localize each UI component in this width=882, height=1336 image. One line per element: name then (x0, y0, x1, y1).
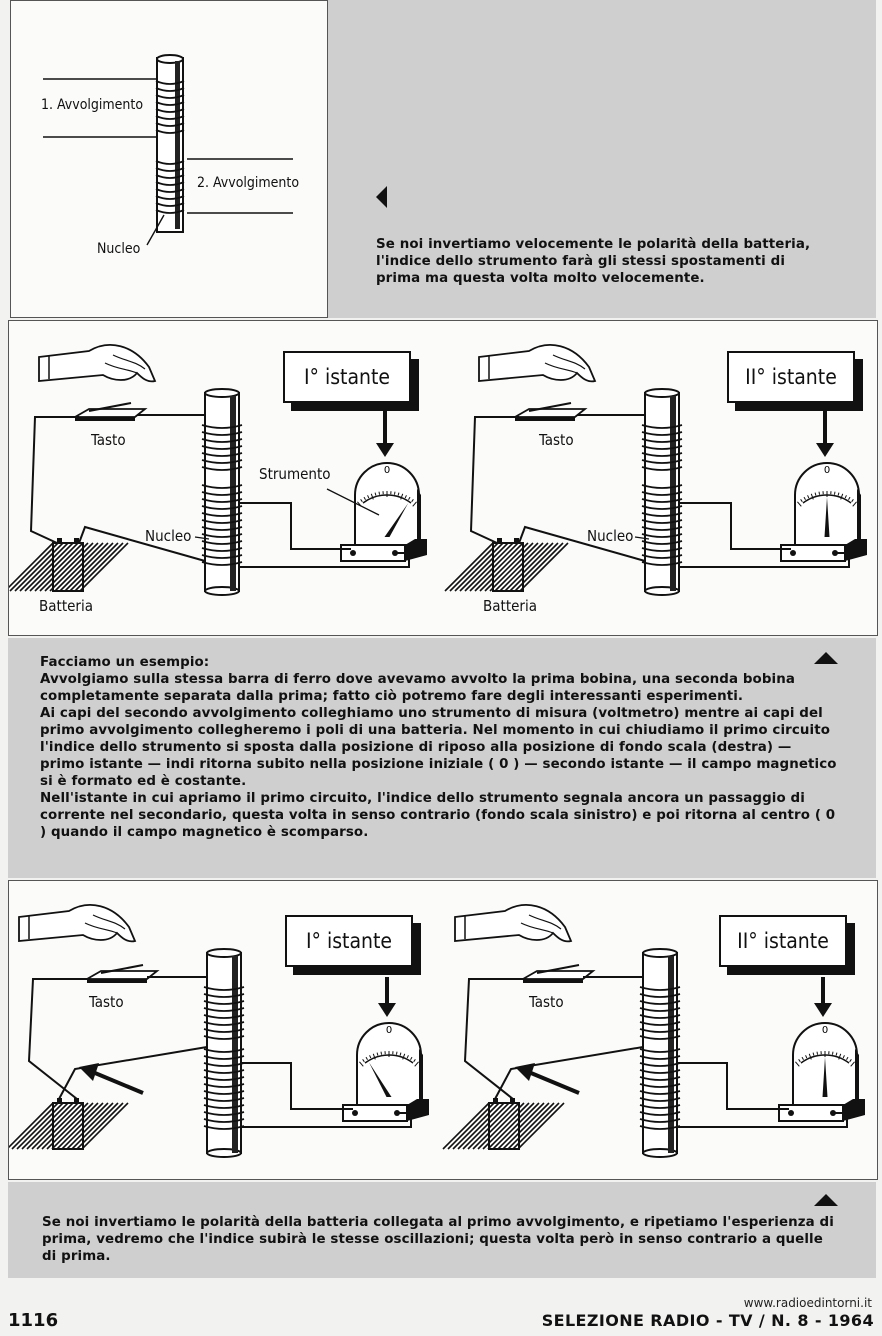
second-instant-box: II° istante (727, 351, 863, 411)
telegraph-key (71, 402, 148, 421)
iron-core (642, 948, 678, 1158)
explanation-paragraph-3: Nell'istante in cui apriamo il primo cir… (40, 791, 836, 840)
secondary-wire (677, 1062, 789, 1110)
battery (9, 538, 129, 592)
meter: 0 (342, 1022, 429, 1122)
meter-needle (822, 1057, 828, 1097)
pointer-arrow (376, 411, 394, 457)
battery (9, 1098, 129, 1150)
secondary-wire (239, 552, 410, 568)
meter-zero-label: 0 (824, 465, 830, 476)
primary-wire (469, 416, 519, 544)
top-figure-panel: 1. Avvolgimento 2. Avvolgimento Nucleo (10, 0, 328, 318)
battery-label: Batteria (483, 597, 537, 615)
first-winding-label: 1. Avvolgimento (41, 97, 144, 113)
bottom-caption: Se noi invertiamo le polarità della batt… (42, 1215, 834, 1264)
iron-core (206, 948, 242, 1158)
secondary-wire (677, 1112, 848, 1128)
hand (18, 904, 137, 943)
top-caption-band: Se noi invertiamo velocemente le polarit… (328, 0, 876, 318)
key-label: Tasto (539, 431, 574, 449)
key-label: Tasto (529, 993, 564, 1011)
primary-wire (518, 525, 646, 562)
left-arrow-marker (376, 186, 387, 208)
secondary-wire (241, 1062, 353, 1110)
core-label: Nucleo (587, 527, 634, 545)
coil-windings (639, 986, 681, 1040)
primary-wire (27, 978, 89, 1100)
pointer-arrow (94, 1071, 144, 1095)
coil-windings (201, 484, 243, 566)
hand (454, 904, 573, 943)
meter-zero-label: 0 (386, 1025, 392, 1036)
primary-wire (78, 525, 206, 562)
coil-windings (641, 424, 683, 471)
meter-needle (824, 497, 830, 537)
magazine-title: SELEZIONE RADIO - TV / N. 8 - 1964 (541, 1311, 874, 1330)
first-instant-box: I° istante (283, 351, 419, 411)
explanation-heading: Facciamo un esempio: (40, 655, 210, 670)
second-instant-box: II° istante (719, 915, 855, 975)
secondary-wire (679, 502, 791, 550)
pointer-arrow (378, 977, 396, 1017)
instrument-label: Strumento (259, 465, 331, 483)
coil-windings (155, 160, 185, 214)
pointer-arrowhead (79, 1063, 99, 1081)
pointer-arrowhead (515, 1063, 535, 1081)
coil-windings (203, 1048, 245, 1130)
up-arrow-marker (814, 1194, 838, 1206)
core-pointer-line (634, 536, 650, 540)
watermark: www.radioedintorni.it (743, 1296, 872, 1310)
coil-windings (201, 424, 243, 471)
explanation-paragraph-2: Ai capi del secondo avvolgimento collegh… (40, 706, 837, 789)
core-label: Nucleo (145, 527, 192, 545)
pointer-arrow (530, 1071, 580, 1095)
explanation-paragraph-1: Avvolgiamo sulla stessa barra di ferro d… (40, 672, 795, 704)
pointer-arrow (814, 977, 832, 1017)
battery (442, 1098, 565, 1150)
telegraph-key (83, 964, 160, 983)
page-number: 1116 (8, 1310, 59, 1331)
meter: 0 (340, 462, 427, 562)
core-windings-figure (43, 54, 293, 246)
explanation-text: Facciamo un esempio: Avvolgiamo sulla st… (40, 654, 840, 841)
secondary-wire (241, 1112, 412, 1128)
hand (478, 344, 597, 383)
secondary-wire (239, 502, 351, 550)
primary-wire (58, 1046, 208, 1100)
key-label: Tasto (89, 993, 124, 1011)
meter-zero-label: 0 (384, 465, 390, 476)
primary-wire (463, 978, 525, 1100)
coil-windings (203, 986, 245, 1040)
meter-zero-label: 0 (822, 1025, 828, 1036)
core-pointer-line (194, 536, 210, 540)
bottom-caption-band: Se noi invertiamo le polarità della batt… (8, 1182, 876, 1278)
coil-windings (641, 484, 683, 566)
explanation-band: Facciamo un esempio: Avvolgiamo sulla st… (8, 638, 876, 878)
primary-wire (29, 416, 79, 544)
secondary-wire (679, 552, 850, 568)
hand (38, 344, 157, 383)
instrument-pointer-line (326, 488, 380, 516)
coil-windings (639, 1048, 681, 1130)
battery (444, 538, 569, 592)
telegraph-key (519, 964, 596, 983)
key-label: Tasto (91, 431, 126, 449)
up-arrow-marker (814, 652, 838, 664)
battery-label: Batteria (39, 597, 93, 615)
coil-windings (155, 80, 185, 134)
second-winding-label: 2. Avvolgimento (197, 175, 300, 191)
first-instant-box: I° istante (285, 915, 421, 975)
core-label: Nucleo (97, 241, 141, 257)
top-caption: Se noi invertiamo velocemente le polarit… (376, 237, 811, 286)
telegraph-key (511, 402, 588, 421)
meter: 0 (778, 1022, 865, 1122)
primary-wire (494, 1046, 644, 1100)
meter: 0 (780, 462, 867, 562)
pointer-arrow (816, 411, 834, 457)
